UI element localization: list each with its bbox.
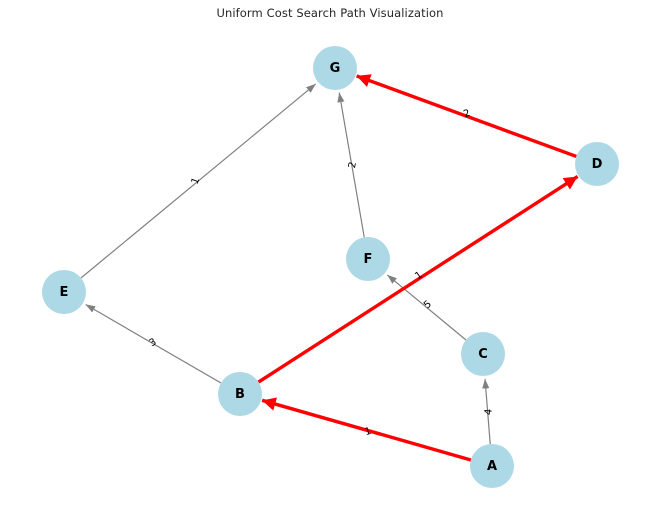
graph-edge — [386, 274, 467, 341]
edge-weight-label: 2 — [462, 108, 472, 121]
path-edge — [356, 74, 577, 159]
node-label: G — [330, 61, 341, 76]
node-label: A — [487, 459, 497, 474]
node-circle[interactable] — [461, 332, 505, 376]
edge-weight-label: 2 — [347, 161, 359, 169]
node-label: D — [592, 157, 603, 172]
node-circle[interactable] — [42, 270, 86, 314]
edge-weight-label: 1 — [413, 270, 425, 283]
edge-layer — [80, 74, 579, 462]
path-edge — [257, 175, 579, 384]
graph-node-f[interactable]: F — [346, 237, 390, 281]
node-label: C — [478, 347, 488, 362]
graph-node-d[interactable]: D — [575, 142, 619, 186]
node-circle[interactable] — [313, 46, 357, 90]
edge-weight-label: 5 — [422, 299, 434, 312]
graph-edge — [80, 83, 317, 279]
graph-node-g[interactable]: G — [313, 46, 357, 90]
edge-weight-label: 3 — [147, 337, 158, 350]
edge-weight-label: 1 — [190, 176, 203, 186]
node-layer: G D E F C B A — [42, 46, 619, 488]
edge-weight-label: 1 — [363, 426, 372, 438]
node-label: B — [235, 387, 245, 402]
page-title: Uniform Cost Search Path Visualization — [216, 6, 444, 20]
graph-node-b[interactable]: B — [218, 372, 262, 416]
graph-node-c[interactable]: C — [461, 332, 505, 376]
graph-edge — [85, 304, 222, 384]
node-circle[interactable] — [218, 372, 262, 416]
graph-edge — [482, 378, 491, 445]
graph-node-a[interactable]: A — [470, 444, 514, 488]
node-circle[interactable] — [470, 444, 514, 488]
node-label: F — [364, 252, 373, 267]
edge-weight-label: 4 — [483, 408, 495, 415]
node-circle[interactable] — [575, 142, 619, 186]
graph-edge — [337, 92, 365, 238]
graph-node-e[interactable]: E — [42, 270, 86, 314]
edge-label-layer: 1 2 3 5 4 1 1 2 — [147, 108, 494, 438]
node-label: E — [60, 285, 69, 300]
node-circle[interactable] — [346, 237, 390, 281]
path-edge — [261, 397, 472, 462]
